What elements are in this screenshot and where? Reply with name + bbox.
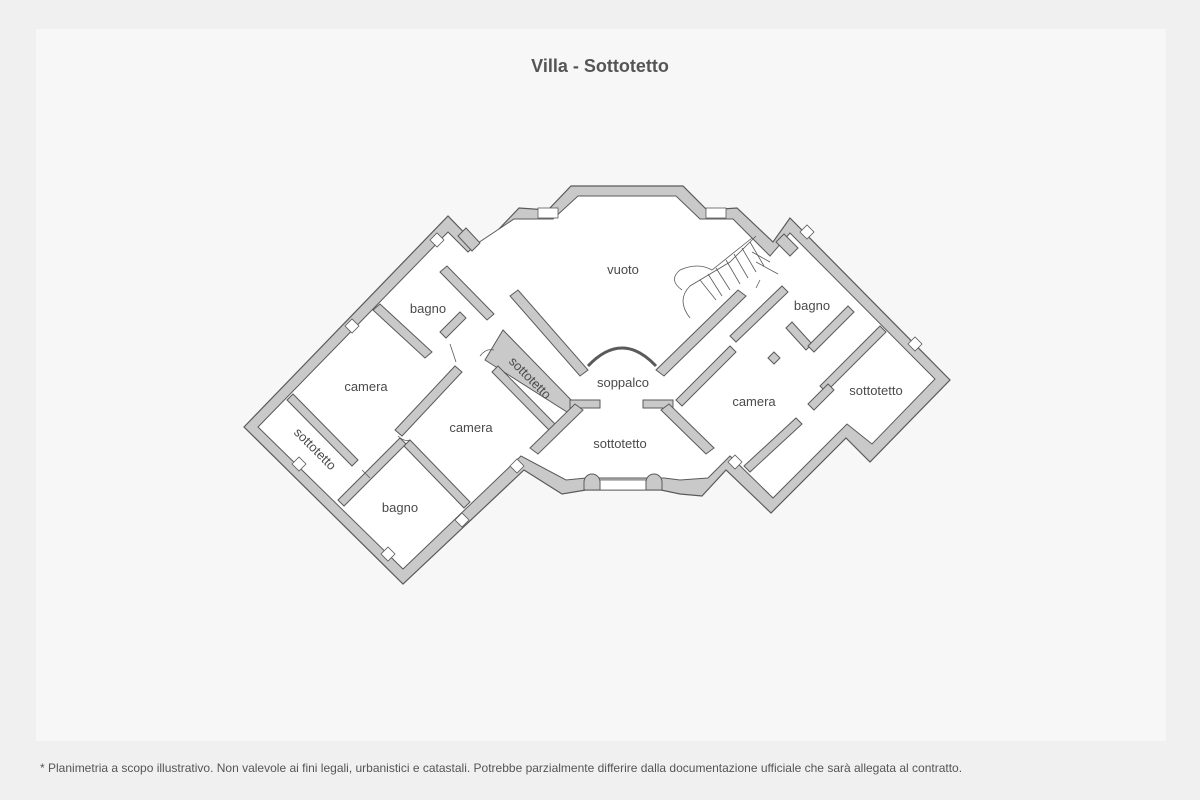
room-label-sottotetto-right: sottotetto — [849, 383, 902, 398]
room-label-bagno-bottom: bagno — [382, 500, 418, 515]
soppalco-balcony-arc — [586, 346, 658, 368]
room-label-soppalco: soppalco — [597, 375, 649, 390]
door-swings — [361, 343, 495, 479]
room-label-camera-left: camera — [344, 379, 388, 394]
disclaimer-note: * Planimetria a scopo illustrativo. Non … — [40, 761, 963, 775]
plan-title: Villa - Sottotetto — [531, 56, 669, 76]
room-label-bagno-right: bagno — [794, 298, 830, 313]
room-label-bagno-top-left: bagno — [410, 301, 446, 316]
room-label-camera-center: camera — [449, 420, 493, 435]
columns — [583, 473, 663, 491]
interior-walls — [286, 227, 887, 509]
room-label-vuoto: vuoto — [607, 262, 639, 277]
room-label-camera-right: camera — [732, 394, 776, 409]
staircase — [674, 235, 779, 319]
windows — [291, 207, 923, 562]
room-label-sottotetto-center: sottotetto — [593, 436, 646, 451]
